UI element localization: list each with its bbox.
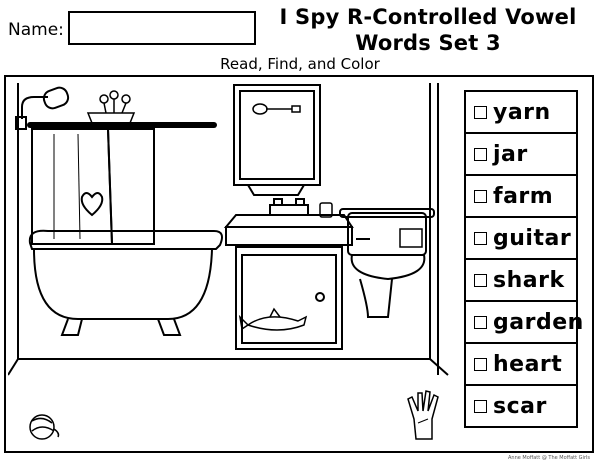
bathroom-scene (8, 83, 449, 440)
toilet (339, 208, 435, 318)
word-label: heart (493, 351, 563, 377)
word-label: shark (493, 267, 565, 293)
checkbox[interactable] (474, 105, 487, 119)
word-item-jar[interactable]: jar (464, 132, 578, 174)
checkbox[interactable] (474, 147, 487, 161)
name-field[interactable] (68, 11, 256, 45)
jar-icon (319, 202, 333, 218)
word-item-scar[interactable]: scar (464, 384, 578, 428)
word-label: yarn (493, 99, 551, 125)
shark-icon (238, 307, 308, 331)
sink-vanity (223, 198, 354, 350)
left-floor-line (8, 358, 19, 376)
shower-curtain-right (106, 128, 155, 245)
shower-head-icon (15, 86, 70, 130)
mirror (233, 84, 321, 196)
word-list: yarn jar farm guitar shark garden heart … (464, 90, 583, 428)
word-item-heart[interactable]: heart (464, 342, 578, 384)
word-item-guitar[interactable]: guitar (464, 216, 578, 258)
title-line-2: Words Set 3 (355, 31, 501, 55)
word-item-shark[interactable]: shark (464, 258, 578, 300)
title-line-1: I Spy R-Controlled Vowel (279, 5, 577, 29)
checkbox[interactable] (474, 315, 487, 329)
name-label: Name: (8, 20, 64, 40)
checkbox[interactable] (474, 189, 487, 203)
shower-curtain-left (31, 128, 114, 245)
word-item-farm[interactable]: farm (464, 174, 578, 216)
word-label: jar (493, 141, 528, 167)
checkbox[interactable] (474, 399, 487, 413)
word-item-garden[interactable]: garden (464, 300, 583, 342)
guitar-icon (252, 103, 301, 115)
word-label: farm (493, 183, 554, 209)
right-floor-line (429, 358, 449, 376)
word-item-yarn[interactable]: yarn (464, 90, 578, 132)
worksheet-frame (4, 75, 594, 453)
instructions: Read, Find, and Color (220, 55, 380, 73)
flowers-icon (86, 90, 136, 124)
checkbox[interactable] (474, 357, 487, 371)
checkbox[interactable] (474, 231, 487, 245)
farm-picture-icon (399, 228, 423, 248)
word-label: guitar (493, 225, 572, 251)
hand-scar-icon (407, 390, 439, 440)
bathtub (28, 229, 223, 336)
yarn-ball-icon (29, 414, 60, 440)
worksheet-title: I Spy R-Controlled Vowel Words Set 3 (268, 4, 588, 56)
heart-icon (80, 192, 104, 217)
word-label: scar (493, 393, 547, 419)
word-label: garden (493, 309, 584, 335)
checkbox[interactable] (474, 273, 487, 287)
credit-text: Anne Moffatt @ The Moffatt Girls (508, 455, 590, 461)
